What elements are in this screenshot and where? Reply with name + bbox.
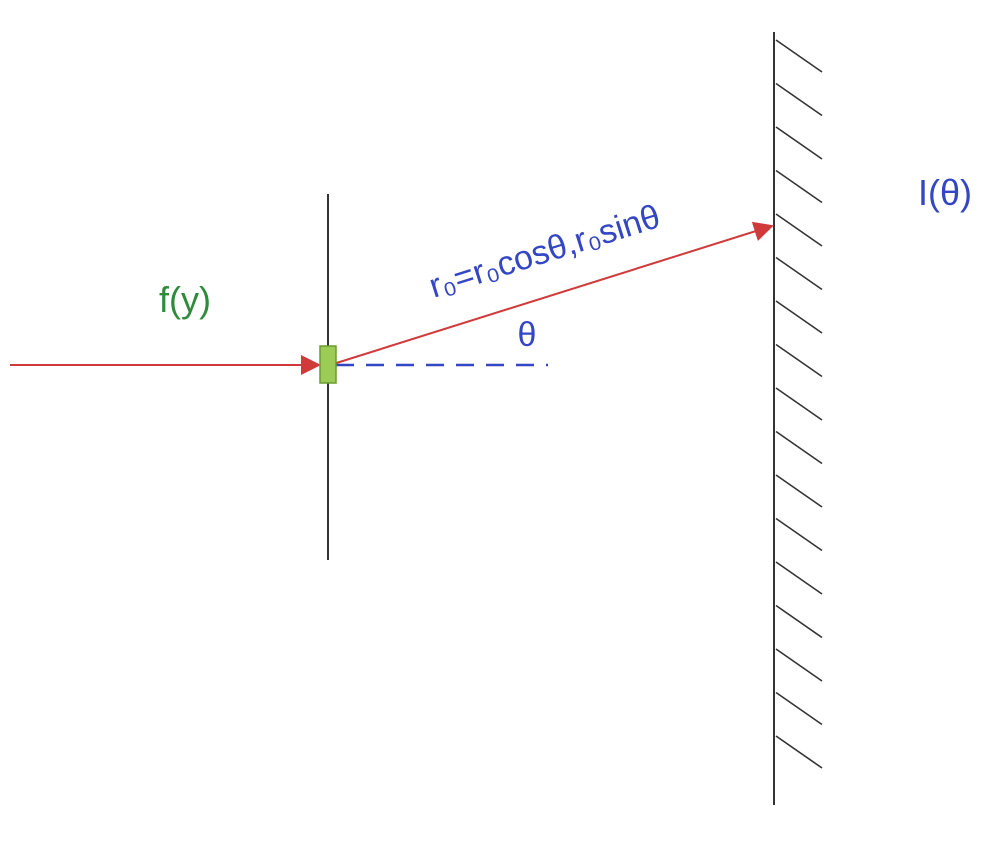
hatch-mark <box>775 213 823 247</box>
vector-label: r₀=r₀cosθ,r₀sinθ <box>425 197 665 305</box>
hatch-mark <box>775 300 823 334</box>
observation-wall <box>773 32 823 805</box>
hatch-mark <box>775 343 823 378</box>
slit <box>319 345 337 384</box>
wall-hatching <box>775 39 823 769</box>
hatch-mark <box>775 39 823 73</box>
hatch-mark <box>775 474 823 508</box>
hatch-mark <box>775 648 823 682</box>
hatch-mark <box>775 387 823 421</box>
hatch-mark <box>775 126 823 160</box>
hatch-mark <box>775 82 823 117</box>
intensity-label: I(θ) <box>918 172 972 213</box>
hatch-mark <box>775 517 823 552</box>
hatch-mark <box>775 691 823 726</box>
hatch-mark <box>775 604 823 639</box>
hatch-mark <box>775 256 823 291</box>
input-function-label: f(y) <box>159 279 211 320</box>
hatch-mark <box>775 430 823 465</box>
diffracted-ray <box>329 221 774 366</box>
hatch-mark <box>775 561 823 595</box>
hatch-mark <box>775 735 823 769</box>
angle-label: θ <box>518 316 537 354</box>
hatch-mark <box>775 169 823 204</box>
